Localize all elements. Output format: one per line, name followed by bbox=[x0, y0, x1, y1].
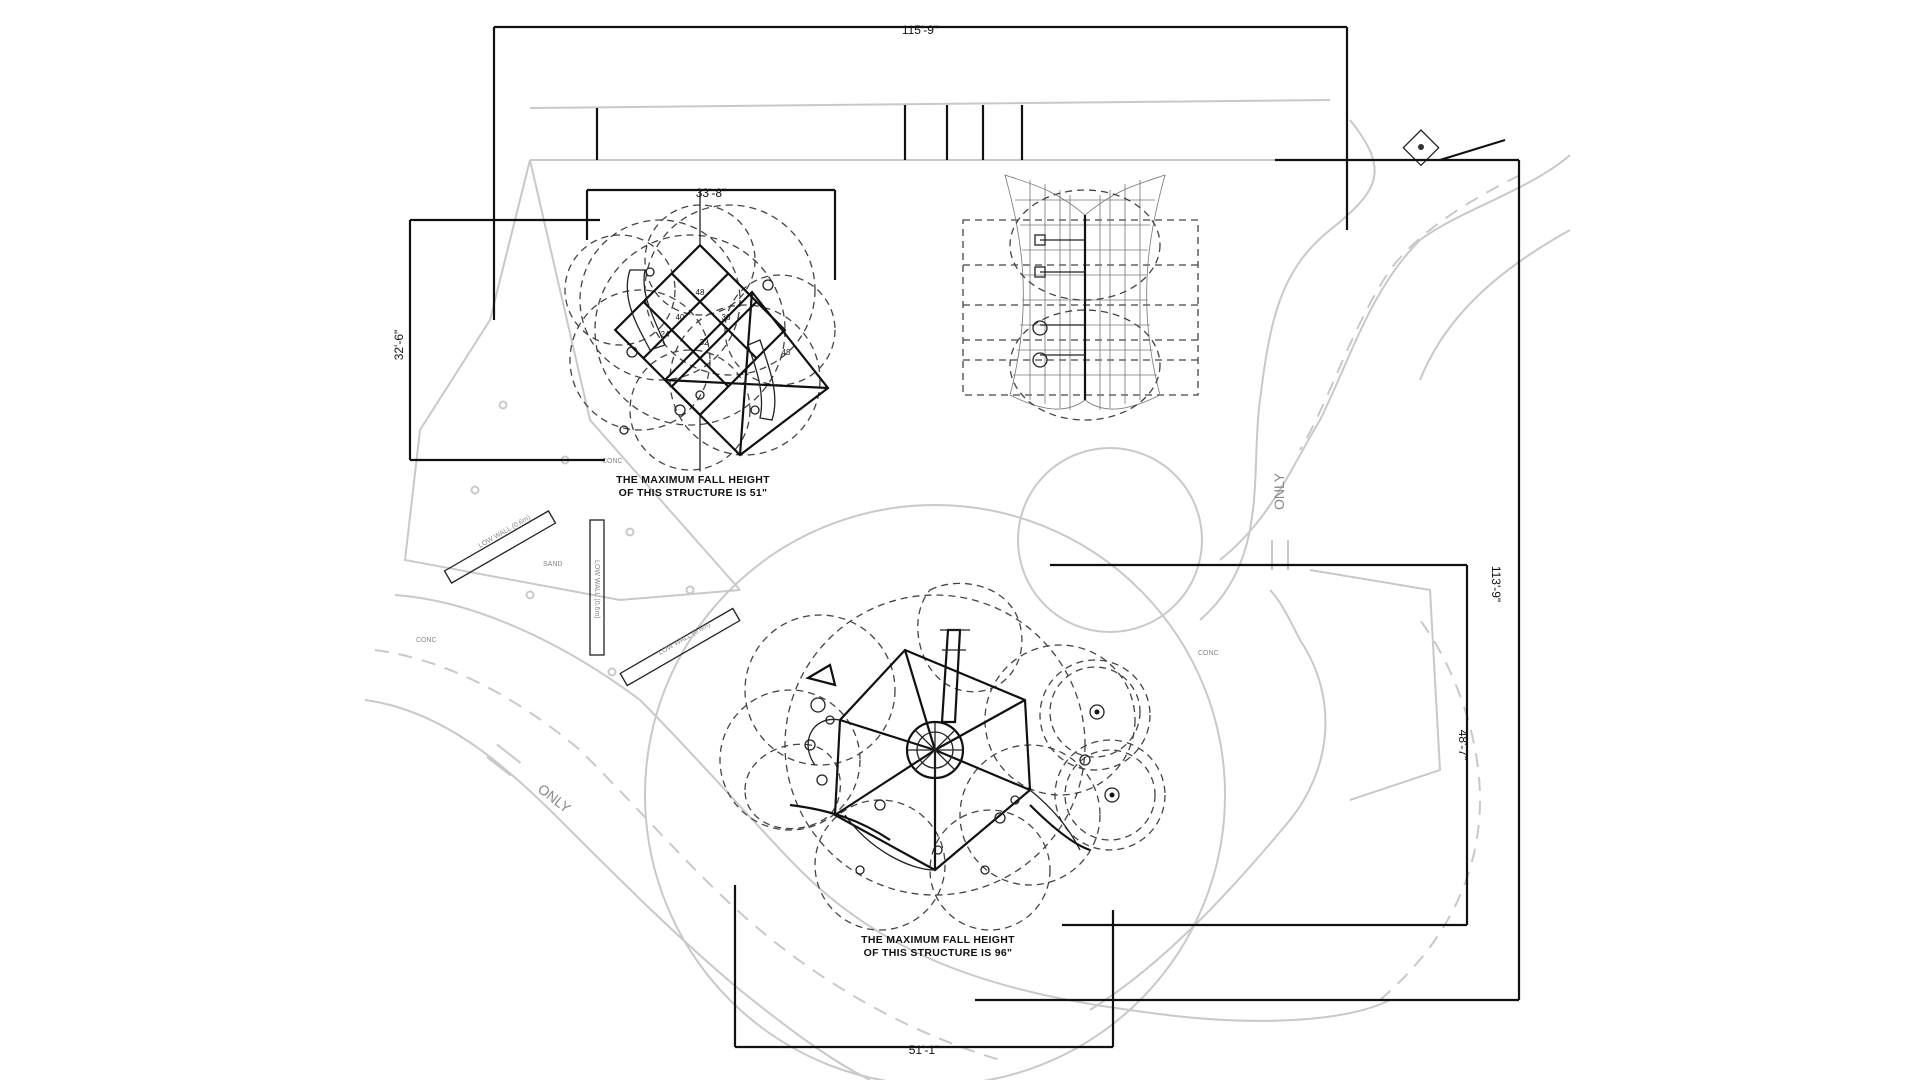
low-wall-2-label: LOW WALL (0.6m) bbox=[593, 560, 600, 619]
dimension-lines: 115'-9" 113'-9" 33'-8" 32'-6" 48'-7" 51'… bbox=[392, 23, 1521, 1057]
lower-fall-height-note-2: OF THIS STRUCTURE IS 96" bbox=[864, 947, 1013, 959]
upper-fixtures bbox=[619, 267, 774, 435]
road-marking-left: ONLY bbox=[486, 743, 575, 817]
dim-upper-width: 33'-8" bbox=[696, 186, 727, 200]
conc-label-left: CONC bbox=[416, 637, 437, 644]
site-context: LOW WALL (0.6m) LOW WALL (0.6m) LOW WALL… bbox=[364, 99, 1571, 1080]
road-marking-right: ONLY bbox=[1271, 472, 1289, 570]
dim-lower-width: 51'-1" bbox=[909, 1043, 940, 1057]
conc-label-right: CONC bbox=[1198, 650, 1219, 657]
dim-top-width: 115'-9" bbox=[902, 23, 938, 37]
conc-label-mid: CONC bbox=[602, 458, 623, 465]
dim-upper-depth: 32'-6" bbox=[392, 330, 406, 361]
dim-lower-depth: 48'-7" bbox=[1456, 730, 1470, 761]
road-marking-right-text: ONLY bbox=[1271, 472, 1287, 510]
upper-fall-height-note-2: OF THIS STRUCTURE IS 51" bbox=[619, 487, 768, 499]
lower-fall-height-note-1: THE MAXIMUM FALL HEIGHT bbox=[861, 934, 1015, 946]
bolt-markers bbox=[470, 400, 695, 677]
upper-use-zones bbox=[564, 204, 836, 471]
deck-height-3: 32 bbox=[700, 338, 709, 347]
tower-spokes bbox=[907, 722, 963, 778]
deck-height-5: 36 bbox=[722, 313, 731, 322]
upper-fall-height-note-1: THE MAXIMUM FALL HEIGHT bbox=[616, 474, 770, 486]
low-wall-2: LOW WALL (0.6m) bbox=[589, 519, 605, 656]
deck-height-6: 48 bbox=[782, 348, 791, 357]
sand-label: SAND bbox=[543, 561, 562, 568]
swing-seats bbox=[1032, 234, 1048, 368]
upper-play-structure: 48 40 32 24 36 48 THE MAXIMUM FALL HEIGH… bbox=[564, 188, 836, 499]
spring-riders bbox=[1049, 666, 1156, 841]
low-wall-1: LOW WALL (0.6m) bbox=[443, 510, 557, 584]
deck-height-2: 40 bbox=[676, 313, 685, 322]
lower-fixtures bbox=[804, 697, 1091, 875]
road-marking-left-text: ONLY bbox=[535, 781, 575, 817]
drain-marker bbox=[1402, 129, 1440, 167]
lower-play-structure: THE MAXIMUM FALL HEIGHT OF THIS STRUCTUR… bbox=[719, 582, 1166, 959]
upper-deck-labels: 48 40 32 24 36 48 bbox=[661, 288, 791, 357]
deck-height-4: 24 bbox=[661, 330, 670, 339]
dim-right-height: 113'-9" bbox=[1489, 566, 1503, 602]
upper-deck-grid bbox=[613, 188, 787, 472]
low-wall-3-label: LOW WALL (0.6m) bbox=[658, 621, 712, 656]
low-wall-1-label: LOW WALL (0.6m) bbox=[478, 514, 532, 549]
deck-height-1: 48 bbox=[696, 288, 705, 297]
low-wall-3: LOW WALL (0.6m) bbox=[619, 607, 741, 687]
shade-swing-structure bbox=[962, 174, 1199, 421]
walkway-bollards bbox=[595, 105, 1024, 160]
roof-ridges bbox=[834, 649, 1031, 870]
